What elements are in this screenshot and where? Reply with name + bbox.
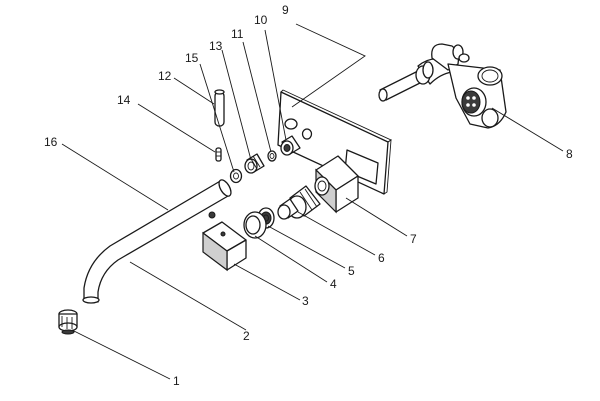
callout-4: 4: [330, 277, 337, 291]
callout-9: 9: [282, 3, 289, 17]
callout-14: 14: [117, 93, 131, 107]
callout-10: 10: [254, 13, 268, 27]
leader-3: [233, 263, 301, 301]
callout-1: 1: [173, 374, 180, 388]
leader-12: [173, 77, 215, 105]
o-ring: [267, 150, 277, 162]
callout-6: 6: [378, 251, 385, 265]
leader-10: [264, 29, 287, 141]
hex-key: [214, 89, 225, 127]
leader-11: [242, 41, 272, 153]
retaining-ring: [243, 211, 267, 239]
leader-9: [291, 23, 366, 108]
callout-3: 3: [302, 294, 309, 308]
threaded-sleeve: [280, 135, 301, 156]
callout-13: 13: [209, 39, 223, 53]
leader-6: [297, 211, 376, 256]
small-ball: [208, 211, 216, 219]
cartridge: [277, 185, 321, 220]
callout-8: 8: [566, 147, 573, 161]
leader-2: [129, 261, 247, 331]
threaded-nut: [244, 153, 265, 174]
aerator: [58, 309, 78, 335]
washer: [229, 168, 243, 184]
callout-2: 2: [243, 329, 250, 343]
spout: [82, 179, 232, 304]
callout-7: 7: [410, 232, 417, 246]
valve-body: [378, 43, 507, 129]
leader-5: [267, 225, 346, 269]
callout-numbers: 1 2 3 4 5 6 7 8 9 10 11 12 13 14 15 16: [44, 3, 573, 388]
leader-lines: [61, 23, 564, 380]
leader-4: [254, 235, 328, 283]
handle-mount: [314, 155, 359, 214]
cover-plate: [277, 89, 392, 195]
leader-14: [137, 103, 216, 153]
callout-5: 5: [348, 264, 355, 278]
leader-7: [345, 197, 408, 237]
grub-screw: [215, 147, 222, 162]
callout-15: 15: [185, 51, 199, 65]
callout-12: 12: [158, 69, 172, 83]
leader-16: [61, 143, 169, 211]
leader-15: [199, 63, 235, 173]
leader-1: [71, 329, 171, 380]
leader-13: [221, 49, 252, 161]
leader-8: [491, 107, 564, 152]
handle: [202, 221, 247, 272]
callout-11: 11: [231, 27, 244, 41]
callout-16: 16: [44, 135, 58, 149]
